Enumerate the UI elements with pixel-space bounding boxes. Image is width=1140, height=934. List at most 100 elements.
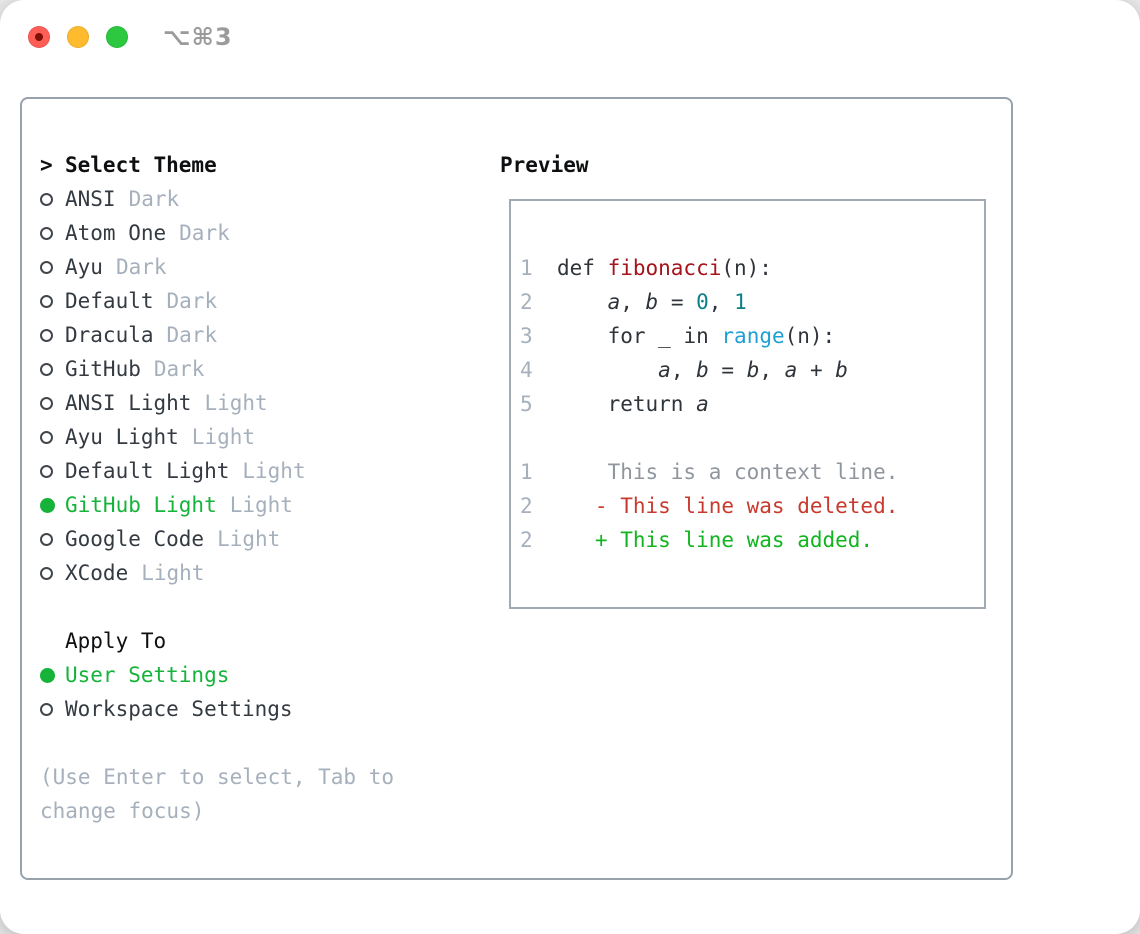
code-token: (n): bbox=[721, 256, 772, 280]
code-token bbox=[557, 324, 608, 348]
theme-tag: Light bbox=[217, 527, 281, 551]
theme-tag: Dark bbox=[166, 323, 218, 347]
code-token bbox=[683, 392, 696, 416]
theme-option-github-light[interactable]: GitHub Light Light bbox=[40, 488, 500, 522]
theme-option-github-dark[interactable]: GitHub Dark bbox=[40, 352, 500, 386]
line-number: 1 bbox=[520, 256, 533, 280]
zoom-button[interactable] bbox=[106, 26, 128, 48]
code-preview-box: 1 def fibonacci(n): 2 a, b = 0, 1 3 for … bbox=[509, 199, 986, 609]
code-token bbox=[557, 358, 658, 382]
unsaved-dot-icon bbox=[35, 33, 43, 41]
select-theme-title: Select Theme bbox=[65, 153, 217, 177]
minimize-button[interactable] bbox=[67, 26, 89, 48]
theme-list-header: > Select Theme bbox=[40, 148, 500, 182]
preview-header: Preview bbox=[500, 153, 589, 177]
window-controls bbox=[28, 26, 128, 48]
theme-option-default-dark[interactable]: Default Dark bbox=[40, 284, 500, 318]
code-token: b bbox=[696, 358, 709, 382]
code-token: def bbox=[557, 256, 608, 280]
code-line: 3 for _ in range(n): bbox=[520, 319, 984, 353]
radio-unselected-icon bbox=[40, 294, 53, 308]
code-token: b bbox=[645, 290, 659, 314]
code-token: in bbox=[683, 324, 709, 348]
theme-tag: Light bbox=[141, 561, 205, 585]
line-number: 1 bbox=[520, 460, 533, 484]
code-line: 1 def fibonacci(n): bbox=[520, 251, 984, 285]
code-token bbox=[557, 392, 608, 416]
theme-option-google-code[interactable]: Google Code Light bbox=[40, 522, 500, 556]
radio-unselected-icon bbox=[40, 396, 53, 410]
theme-option-ayu-light[interactable]: Ayu Light Light bbox=[40, 420, 500, 454]
theme-option-atom-one-dark[interactable]: Atom One Dark bbox=[40, 216, 500, 250]
theme-option-default-light[interactable]: Default Light Light bbox=[40, 454, 500, 488]
titlebar: ⌥⌘3 bbox=[0, 0, 1140, 74]
radio-unselected-icon bbox=[40, 328, 53, 342]
code-token: 0 bbox=[696, 290, 709, 314]
code-token: return bbox=[607, 392, 684, 416]
radio-unselected-icon bbox=[40, 532, 53, 546]
radio-unselected-icon bbox=[40, 192, 53, 206]
prompt-indicator: > bbox=[40, 153, 53, 177]
line-number: 3 bbox=[520, 324, 533, 348]
code-line: 2 a, b = 0, 1 bbox=[520, 285, 984, 319]
spacer bbox=[40, 590, 500, 624]
code-token: b bbox=[835, 358, 848, 382]
theme-tag: Light bbox=[229, 493, 293, 517]
code-token: = bbox=[708, 358, 747, 382]
theme-tag: Light bbox=[204, 391, 268, 415]
line-number: 2 bbox=[520, 290, 533, 314]
radio-unselected-icon bbox=[40, 430, 53, 444]
code-token: + bbox=[797, 358, 836, 382]
code-token: , bbox=[759, 358, 785, 382]
line-number: 4 bbox=[520, 358, 533, 382]
code-token: b bbox=[746, 358, 760, 382]
blank-line bbox=[520, 421, 984, 455]
theme-tag: Dark bbox=[153, 357, 205, 381]
theme-list: > Select Theme ANSI Dark Atom One Dark A… bbox=[40, 148, 500, 878]
theme-tag: Dark bbox=[115, 255, 167, 279]
radio-unselected-icon bbox=[40, 226, 53, 240]
theme-option-ayu-dark[interactable]: Ayu Dark bbox=[40, 250, 500, 284]
theme-option-xcode[interactable]: XCode Light bbox=[40, 556, 500, 590]
preview-pane: Preview 1 def fibonacci(n): 2 a, b = 0, … bbox=[500, 148, 1011, 878]
apply-option-user-settings[interactable]: User Settings bbox=[40, 658, 500, 692]
radio-unselected-icon bbox=[40, 464, 53, 478]
diff-context-line: 1 This is a context line. bbox=[520, 460, 899, 484]
radio-selected-icon bbox=[40, 667, 55, 683]
theme-tag: Dark bbox=[128, 187, 180, 211]
code-token: (n): bbox=[784, 324, 836, 348]
code-token: fibonacci bbox=[607, 256, 722, 280]
theme-tag: Light bbox=[191, 425, 256, 449]
theme-tag: Dark bbox=[166, 289, 218, 313]
diff-deleted-line: 2 - This line was deleted. bbox=[520, 494, 899, 518]
radio-unselected-icon bbox=[40, 362, 53, 376]
code-token: a bbox=[784, 358, 798, 382]
code-token: for bbox=[607, 324, 646, 348]
apply-to-header: Apply To bbox=[65, 629, 167, 653]
code-token: = bbox=[658, 290, 697, 314]
line-number: 2 bbox=[520, 528, 533, 552]
code-token: a bbox=[658, 358, 671, 382]
close-button[interactable] bbox=[28, 26, 50, 48]
code-token bbox=[557, 290, 608, 314]
code-token: a bbox=[607, 290, 621, 314]
apply-option-workspace-settings[interactable]: Workspace Settings bbox=[40, 692, 500, 726]
code-token bbox=[709, 324, 722, 348]
radio-unselected-icon bbox=[40, 260, 53, 274]
theme-option-ansi-light[interactable]: ANSI Light Light bbox=[40, 386, 500, 420]
window-title: ⌥⌘3 bbox=[163, 23, 233, 51]
code-token: 1 bbox=[734, 290, 747, 314]
radio-unselected-icon bbox=[40, 702, 53, 716]
theme-option-ansi-dark[interactable]: ANSI Dark bbox=[40, 182, 500, 216]
code-token: range bbox=[721, 324, 785, 348]
code-token: , bbox=[620, 290, 646, 314]
theme-tag: Light bbox=[242, 459, 306, 483]
theme-option-dracula-dark[interactable]: Dracula Dark bbox=[40, 318, 500, 352]
code-line: 4 a, b = b, a + b bbox=[520, 353, 984, 387]
radio-unselected-icon bbox=[40, 566, 53, 580]
radio-selected-icon bbox=[40, 497, 55, 513]
code-token: a bbox=[696, 392, 709, 416]
code-line: 5 return a bbox=[520, 387, 984, 421]
line-number: 5 bbox=[520, 392, 533, 416]
